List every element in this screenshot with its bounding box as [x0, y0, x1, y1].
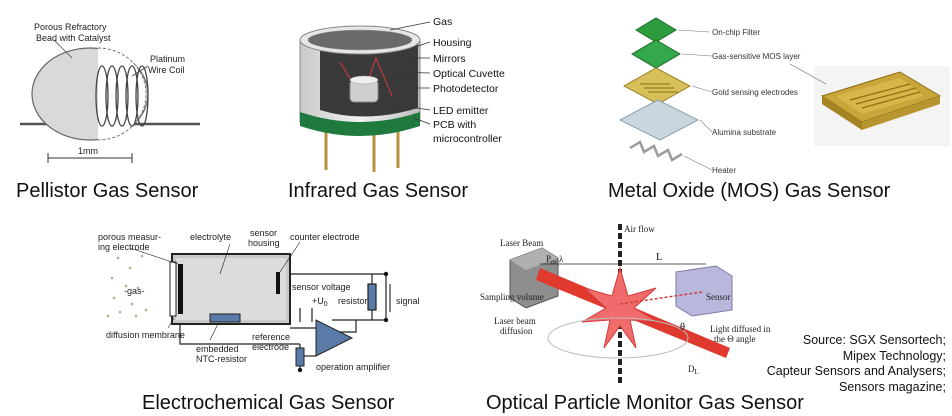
- ec-label-u0: +U0: [312, 296, 328, 308]
- ir-label-mirrors: Mirrors: [433, 53, 466, 65]
- source-line: Sensors magazine;: [838, 379, 946, 394]
- bead-cutaway: [97, 47, 147, 141]
- scale-label: 1mm: [78, 146, 98, 156]
- electrochemical-diagram: porous measur- ing electrode electrolyte…: [98, 228, 420, 373]
- measuring-electrode: [178, 264, 183, 314]
- op-label-theta: θ: [680, 322, 685, 333]
- mos-label-filter: On-chip Filter: [712, 28, 760, 37]
- ec-label-counter: counter electrode: [290, 232, 360, 242]
- ec-label-ntc-2: NTC-resistor: [196, 354, 247, 364]
- optical-panel: Laser Beam Po, λ Air flow L Sampling vol…: [480, 218, 810, 416]
- ec-label-sensor-voltage: sensor voltage: [292, 282, 351, 292]
- pellistor-diagram: Porous Refractory Bead with Catalyst Pla…: [20, 22, 200, 163]
- gas-particles: [106, 254, 148, 318]
- ec-label-electrolyte: electrolyte: [190, 232, 231, 242]
- op-label-p-lambda: Po, λ: [546, 254, 564, 266]
- mos-layer: [631, 39, 681, 69]
- mos-chip-inset: [814, 66, 950, 146]
- gold-electrodes: [622, 67, 692, 105]
- op-label-laser-beam: Laser Beam: [500, 238, 543, 248]
- electrolyte-chamber: [176, 258, 286, 320]
- mos-caption: Metal Oxide (MOS) Gas Sensor: [608, 180, 891, 202]
- ir-label-cuvette: Optical Cuvette: [433, 68, 505, 80]
- source-line: Capteur Sensors and Analysers;: [766, 364, 946, 378]
- electrochemical-caption: Electrochemical Gas Sensor: [142, 392, 395, 414]
- ir-label-pcb: PCB with: [433, 119, 476, 131]
- ec-label-housing-1: sensor: [250, 228, 277, 238]
- op-label-dl: DL: [688, 364, 699, 376]
- ir-label-led: LED emitter: [433, 105, 489, 117]
- ec-label-ref-2: electrode: [252, 342, 289, 352]
- scattering-burst: [581, 266, 659, 349]
- source-line: Source: SGX Sensortech;: [802, 333, 946, 347]
- pcb-board: [300, 112, 420, 136]
- ec-label-resistor: resistor: [338, 296, 368, 306]
- ec-label-diffusion: diffusion membrane: [106, 330, 185, 340]
- ir-label-photodetector: Photodetector: [433, 83, 499, 95]
- ec-label-porous-1: porous measur-: [98, 232, 161, 242]
- ec-label-ref-1: reference: [252, 332, 290, 342]
- diffusion-membrane: [169, 261, 177, 317]
- op-label-diffusion-1: Laser beam: [494, 316, 536, 326]
- source-line: Mipex Technology;: [842, 348, 946, 363]
- scale-bar: [47, 153, 133, 163]
- ir-label-microcontroller: microcontroller: [433, 133, 502, 145]
- ec-label-ntc-1: embedded: [196, 344, 239, 354]
- bead-label-1: Porous Refractory: [34, 22, 107, 32]
- mos-label-electrodes: Gold sensing electrodes: [712, 88, 798, 97]
- ec-label-gas: -gas-: [124, 286, 145, 296]
- counter-electrode-plate: [276, 272, 280, 294]
- electrochemical-panel: porous measur- ing electrode electrolyte…: [0, 228, 420, 416]
- op-label-diffusion-2: diffusion: [500, 326, 533, 336]
- infrared-panel: Gas Housing Mirrors Optical Cuvette Phot…: [280, 0, 540, 210]
- platinum-wire-coil: [95, 65, 149, 127]
- mos-panel: On-chip Filter Gas-sensitive MOS layer G…: [600, 0, 952, 210]
- optical-caption: Optical Particle Monitor Gas Sensor: [486, 392, 804, 414]
- bead-label-2: Bead with Catalyst: [36, 33, 111, 43]
- ec-label-porous-2: ing electrode: [98, 242, 150, 252]
- ir-label-gas: Gas: [433, 16, 452, 28]
- pellistor-panel: Porous Refractory Bead with Catalyst Pla…: [0, 0, 230, 210]
- mos-label-heater: Heater: [712, 166, 736, 175]
- coil-label-1: Platinum: [150, 54, 185, 64]
- infrared-leader-lines: [378, 21, 431, 125]
- ec-label-opamp: operation amplifier: [316, 362, 390, 372]
- op-amp: [315, 319, 354, 357]
- op-label-diffused-1: Light diffused in: [710, 324, 771, 334]
- optical-diagram: Laser Beam Po, λ Air flow L Sampling vol…: [480, 224, 771, 386]
- infrared-diagram: Gas Housing Mirrors Optical Cuvette Phot…: [299, 16, 505, 172]
- ir-label-housing: Housing: [433, 37, 472, 49]
- op-label-L: L: [656, 252, 662, 263]
- ec-label-housing-2: housing: [248, 238, 280, 248]
- light-sensor-block: [675, 265, 733, 317]
- ntc-resistor: [209, 313, 241, 323]
- coil-label-2: Wire Coil: [148, 65, 185, 75]
- source-credits: Source: SGX Sensortech; Mipex Technology…: [767, 333, 946, 395]
- infrared-caption: Infrared Gas Sensor: [288, 180, 469, 202]
- op-label-air-flow: Air flow: [624, 224, 655, 234]
- heater-element: [629, 140, 683, 162]
- op-label-diffused-2: the Θ angle: [714, 334, 755, 344]
- mos-diagram: On-chip Filter Gas-sensitive MOS layer G…: [618, 17, 950, 175]
- mos-label-substrate: Alumina substrate: [712, 128, 777, 137]
- pellistor-caption: Pellistor Gas Sensor: [16, 180, 199, 202]
- op-label-sensor: Sensor: [706, 292, 731, 302]
- mos-label-layer: Gas-sensitive MOS layer: [712, 52, 801, 61]
- ec-label-signal: signal: [396, 296, 420, 306]
- op-label-sampling: Sampling volume: [480, 292, 544, 302]
- on-chip-filter: [635, 17, 677, 43]
- alumina-substrate: [618, 99, 700, 141]
